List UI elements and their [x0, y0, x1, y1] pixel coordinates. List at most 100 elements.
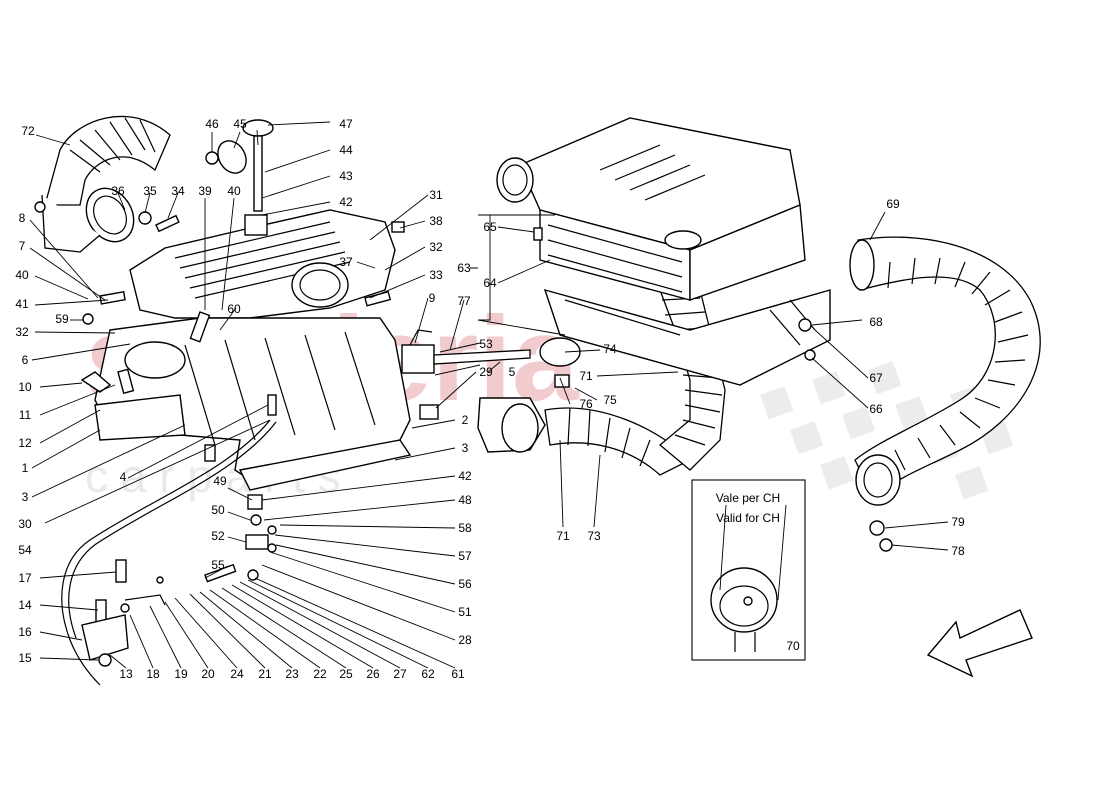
callout-64: 64: [483, 276, 497, 290]
inset-line2: Valid for CH: [716, 511, 780, 525]
callout-67: 67: [869, 371, 883, 385]
callout-33: 33: [429, 268, 443, 282]
callout-42-top: 42: [339, 195, 353, 209]
callout-68: 68: [869, 315, 883, 329]
callout-34: 34: [171, 184, 185, 198]
callout-32-right: 32: [429, 240, 443, 254]
callout-74: 74: [603, 342, 617, 356]
inset-line1: Vale per CH: [716, 491, 780, 505]
callout-26: 26: [366, 667, 380, 681]
callout-14: 14: [18, 598, 32, 612]
callout-59: 59: [55, 312, 69, 326]
callout-16: 16: [18, 625, 32, 639]
callout-28: 28: [458, 633, 472, 647]
callout-69: 69: [886, 197, 900, 211]
callout-19: 19: [174, 667, 188, 681]
callout-30: 30: [18, 517, 32, 531]
callout-57: 57: [458, 549, 472, 563]
callout-23: 23: [285, 667, 299, 681]
callout-62: 62: [421, 667, 435, 681]
valve-assembly: [401, 329, 581, 420]
callout-31: 31: [429, 188, 443, 202]
callout-1: 1: [22, 461, 29, 475]
callout-39: 39: [198, 184, 212, 198]
callout-8: 8: [19, 211, 26, 225]
callout-37: 37: [339, 255, 353, 269]
callout-12: 12: [18, 436, 32, 450]
callout-11: 11: [19, 408, 32, 422]
callout-56: 56: [458, 577, 472, 591]
intake-hose-left: [34, 115, 171, 253]
callout-45: 45: [233, 117, 247, 131]
callout-38: 38: [429, 214, 443, 228]
callout-71-top: 71: [579, 369, 593, 383]
callout-52: 52: [211, 529, 225, 543]
callout-32-left: 32: [15, 325, 29, 339]
callout-79: 79: [951, 515, 965, 529]
callout-65: 65: [483, 220, 497, 234]
callout-61: 61: [451, 667, 465, 681]
callout-73: 73: [587, 529, 601, 543]
callout-4: 4: [120, 470, 127, 484]
callout-18: 18: [146, 667, 160, 681]
callout-42-bottom: 42: [458, 469, 472, 483]
callout-60: 60: [227, 302, 241, 316]
callout-71-bottom: 71: [556, 529, 570, 543]
callout-49: 49: [213, 474, 227, 488]
callout-3-left: 3: [22, 490, 29, 504]
callout-13: 13: [119, 667, 133, 681]
callout-55: 55: [211, 558, 225, 572]
leader-lines: [29, 121, 949, 669]
callout-43: 43: [339, 169, 353, 183]
callout-25: 25: [339, 667, 353, 681]
callout-46: 46: [205, 117, 219, 131]
callout-27: 27: [393, 667, 407, 681]
callout-66: 66: [869, 402, 883, 416]
callout-9: 9: [429, 291, 436, 305]
callout-75: 75: [603, 393, 617, 407]
small-fittings: [80, 119, 405, 462]
callout-3-right: 3: [462, 441, 469, 455]
callout-7: 7: [19, 239, 26, 253]
callout-72: 72: [21, 124, 35, 138]
callout-17: 17: [18, 571, 32, 585]
intake-plenum: [129, 209, 396, 319]
callout-29: 29: [479, 365, 493, 379]
callout-76: 76: [579, 397, 593, 411]
callout-22: 22: [313, 667, 327, 681]
callout-5: 5: [509, 365, 516, 379]
callout-20: 20: [201, 667, 215, 681]
callout-24: 24: [230, 667, 244, 681]
callout-40-left: 40: [15, 268, 29, 282]
callout-36: 36: [111, 184, 125, 198]
callout-48: 48: [458, 493, 472, 507]
callout-2: 2: [462, 413, 469, 427]
callout-35: 35: [143, 184, 157, 198]
air-filter-box: [496, 117, 831, 386]
callout-41: 41: [15, 297, 29, 311]
callout-50: 50: [211, 503, 225, 517]
callout-54: 54: [18, 543, 32, 557]
callout-10: 10: [18, 380, 32, 394]
direction-arrow: [926, 609, 1033, 678]
callout-78: 78: [951, 544, 965, 558]
callout-6: 6: [22, 353, 29, 367]
inset-box: Vale per CH Valid for CH 70: [691, 479, 806, 661]
callout-53: 53: [479, 337, 493, 351]
callout-77: 77: [457, 294, 471, 308]
intake-manifold: [94, 317, 412, 491]
callout-labels: 72 36 35 34 46 45 47 44 43 42 39 40 31 3…: [15, 117, 965, 681]
intake-hose-right: [849, 236, 1041, 552]
callout-51: 51: [458, 605, 472, 619]
inset-callout: 70: [786, 639, 800, 653]
callout-47: 47: [339, 117, 353, 131]
callout-40-top: 40: [227, 184, 241, 198]
callout-15: 15: [18, 651, 32, 665]
throttle-elbow: [477, 397, 692, 476]
callout-58: 58: [458, 521, 472, 535]
callout-63: 63: [457, 261, 471, 275]
callout-21: 21: [258, 667, 272, 681]
callout-44: 44: [339, 143, 353, 157]
